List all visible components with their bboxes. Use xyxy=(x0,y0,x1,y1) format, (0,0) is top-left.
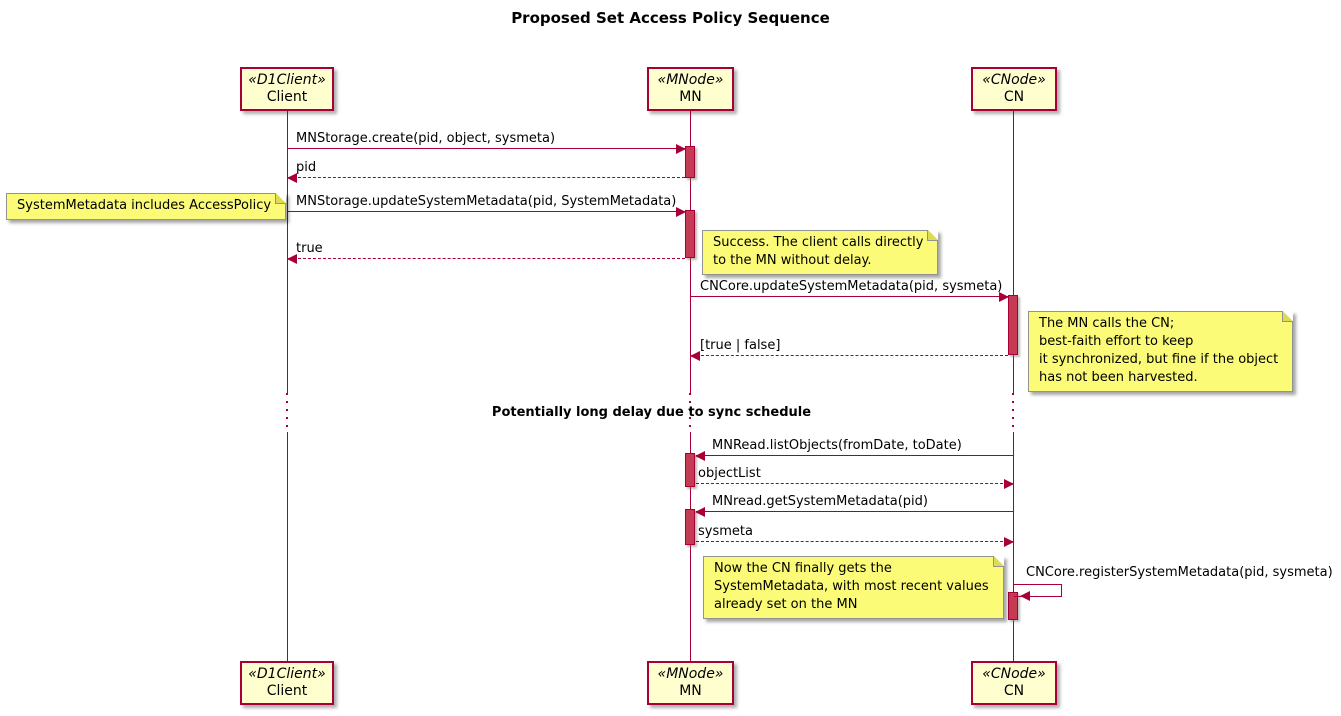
lifeline-mn-delay xyxy=(689,393,691,432)
participant-stereotype: «MNode» xyxy=(657,665,724,682)
participant-client-top: «D1Client» Client xyxy=(240,67,334,111)
message-label-sysmeta: sysmeta xyxy=(698,524,753,539)
participant-name: MN xyxy=(679,683,702,699)
participant-name: Client xyxy=(266,683,308,699)
participant-stereotype: «D1Client» xyxy=(248,665,326,682)
message-arrow-listobjects xyxy=(695,451,1014,461)
note-fold-icon xyxy=(275,193,287,204)
message-label-getsysmeta: MNread.getSystemMetadata(pid) xyxy=(712,494,928,509)
participant-client-bottom: «D1Client» Client xyxy=(240,661,334,705)
note-fold-icon xyxy=(927,230,939,241)
lifeline-cn xyxy=(1013,111,1014,393)
arrowhead-icon xyxy=(287,254,297,264)
participant-name: Client xyxy=(266,89,308,105)
participant-cn-top: «CNode» CN xyxy=(971,67,1057,111)
activation-cn-register xyxy=(1008,592,1018,620)
message-label-updatesysmeta-mn: MNStorage.updateSystemMetadata(pid, Syst… xyxy=(296,194,677,209)
participant-name: MN xyxy=(679,89,702,105)
note-cn-finally-gets: Now the CN finally gets the SystemMetada… xyxy=(703,556,1004,619)
participant-name: CN xyxy=(1003,683,1025,699)
note-accesspolicy: SystemMetadata includes AccessPolicy xyxy=(6,193,287,220)
participant-stereotype: «MNode» xyxy=(657,71,724,88)
arrowhead-icon xyxy=(999,292,1009,302)
arrowhead-icon xyxy=(676,144,686,154)
lifeline-mn xyxy=(690,432,691,661)
lifeline-client xyxy=(287,111,288,393)
note-text: SystemMetadata includes AccessPolicy xyxy=(17,198,272,213)
delay-label: Potentially long delay due to sync sched… xyxy=(491,405,812,420)
message-arrow-sysmeta xyxy=(696,537,1014,547)
message-arrow-true xyxy=(287,254,685,264)
message-arrow-updatesysmeta-cn xyxy=(691,292,1009,302)
lifeline-client-delay xyxy=(286,393,288,432)
message-label-register: CNCore.registerSystemMetadata(pid, sysme… xyxy=(1026,565,1333,580)
note-text: Now the CN finally gets the SystemMetada… xyxy=(714,561,989,612)
activation-mn-listobjects xyxy=(685,453,695,487)
self-message-loop-register xyxy=(1014,584,1062,601)
participant-name: CN xyxy=(1003,89,1025,105)
message-label-truefalse: [true | false] xyxy=(700,338,781,353)
participant-stereotype: «CNode» xyxy=(982,665,1046,682)
message-label-updatesysmeta-cn: CNCore.updateSystemMetadata(pid, sysmeta… xyxy=(700,279,1003,294)
participant-mn-top: «MNode» MN xyxy=(647,67,734,111)
message-arrow-updatesysmeta-mn xyxy=(288,207,686,217)
lifeline-client xyxy=(287,432,288,661)
participant-cn-bottom: «CNode» CN xyxy=(971,661,1057,705)
message-label-true: true xyxy=(296,241,323,256)
message-label-create: MNStorage.create(pid, object, sysmeta) xyxy=(296,131,556,146)
note-fold-icon xyxy=(1282,311,1294,322)
activation-cn-update xyxy=(1008,295,1018,355)
note-fold-icon xyxy=(992,556,1004,567)
arrowhead-icon xyxy=(695,451,705,461)
note-success: Success. The client calls directly to th… xyxy=(702,230,939,275)
note-text: The MN calls the CN; best-faith effort t… xyxy=(1039,316,1279,385)
participant-stereotype: «CNode» xyxy=(982,71,1046,88)
note-text: Success. The client calls directly to th… xyxy=(713,235,924,268)
arrowhead-icon xyxy=(1004,479,1014,489)
message-arrow-create xyxy=(288,144,686,154)
activation-mn-create xyxy=(685,146,695,178)
arrowhead-icon xyxy=(287,173,297,183)
arrowhead-icon xyxy=(676,207,686,217)
participant-mn-bottom: «MNode» MN xyxy=(647,661,734,705)
message-arrow-truefalse xyxy=(690,351,1008,361)
arrowhead-icon xyxy=(1004,537,1014,547)
message-arrow-getsysmeta xyxy=(695,507,1014,517)
message-arrow-pid xyxy=(287,173,685,183)
arrowhead-icon xyxy=(1020,591,1030,601)
arrowhead-icon xyxy=(695,507,705,517)
message-label-listobjects: MNRead.listObjects(fromDate, toDate) xyxy=(712,438,962,453)
message-arrow-objectlist xyxy=(696,479,1014,489)
message-label-objectlist: objectList xyxy=(698,466,761,481)
activation-mn-update xyxy=(685,210,695,258)
diagram-title: Proposed Set Access Policy Sequence xyxy=(511,9,830,27)
note-mn-calls-cn: The MN calls the CN; best-faith effort t… xyxy=(1028,311,1294,392)
arrowhead-icon xyxy=(690,351,700,361)
lifeline-cn-delay xyxy=(1012,393,1014,432)
participant-stereotype: «D1Client» xyxy=(248,71,326,88)
activation-mn-getsysmeta xyxy=(685,509,695,545)
message-label-pid: pid xyxy=(296,160,317,175)
